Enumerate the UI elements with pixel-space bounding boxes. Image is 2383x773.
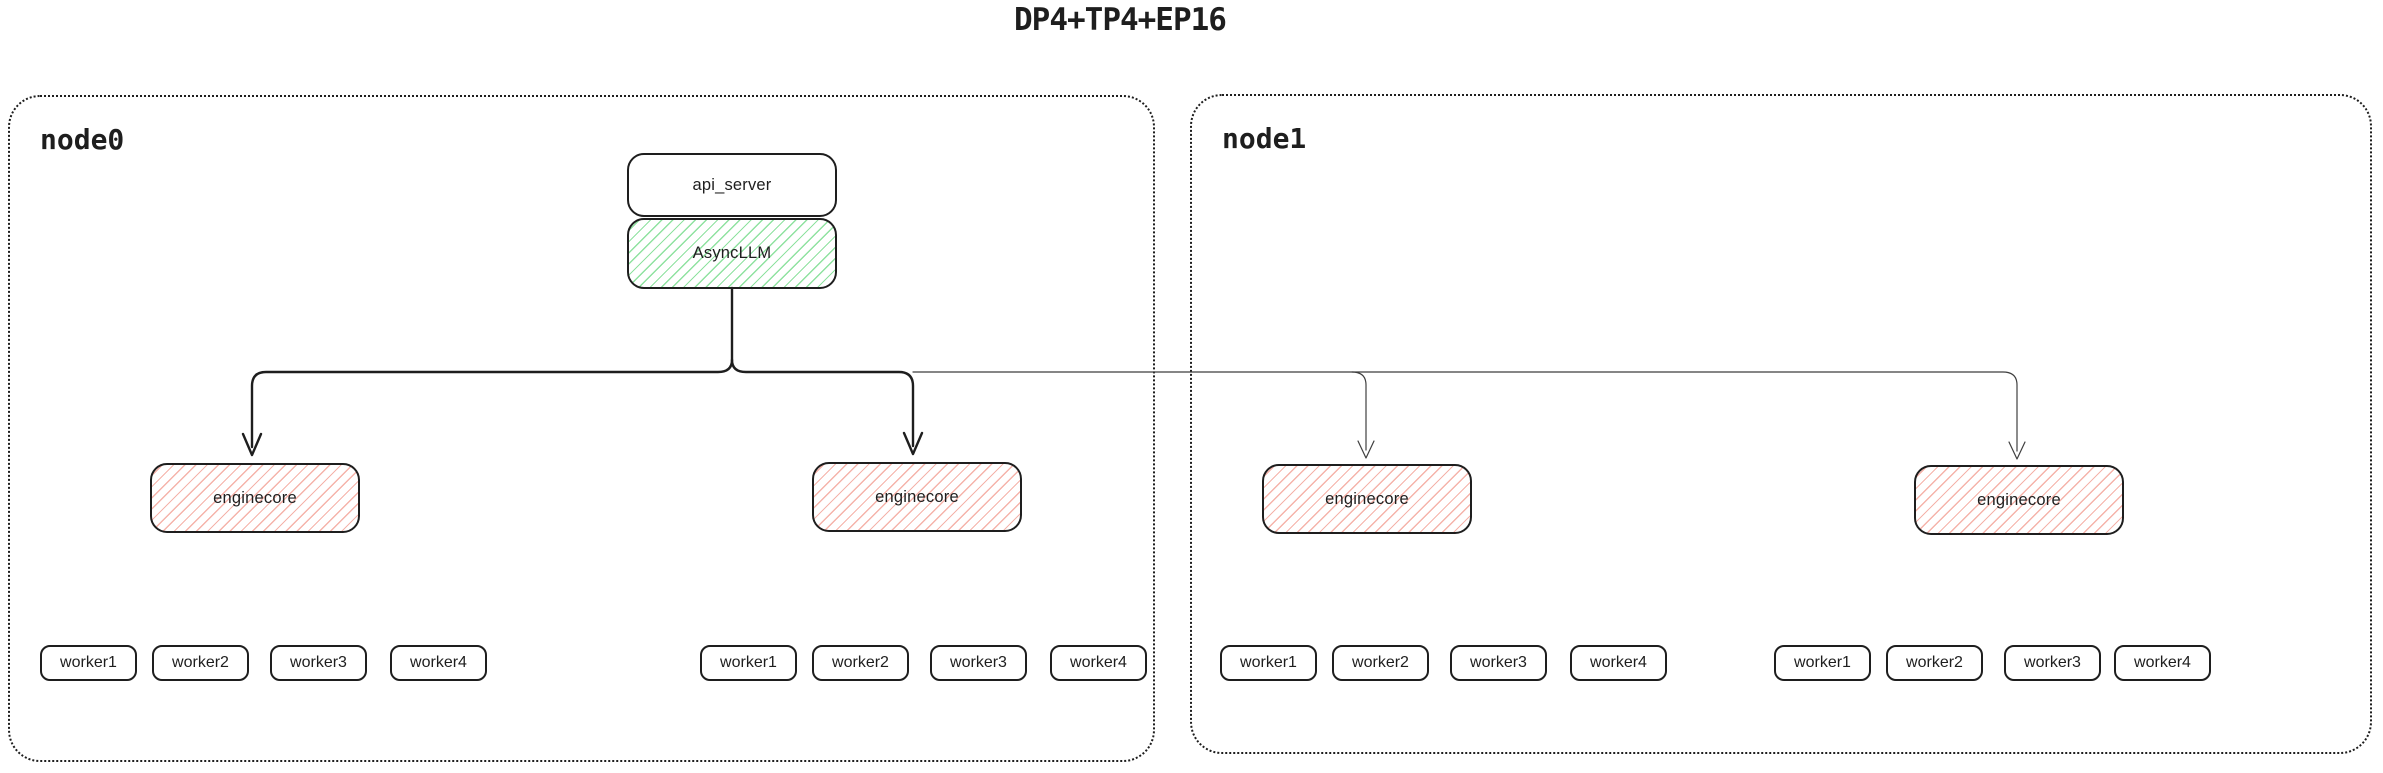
enginecore-box-node1-2: enginecore [1914,465,2124,535]
worker-box: worker1 [700,645,797,681]
enginecore-label: enginecore [1325,489,1409,508]
worker-box: worker2 [1886,645,1983,681]
enginecore-label: enginecore [875,487,959,506]
worker-label: worker4 [1590,654,1647,671]
worker-box: worker2 [152,645,249,681]
enginecore-box-node0-1: enginecore [150,463,360,533]
diagram-title: DP4+TP4+EP16 [1014,2,1227,38]
api-server-box: api_server [627,153,837,217]
worker-label: worker1 [60,654,117,671]
node1-container: node1 enginecore enginecore worker1 work… [1190,94,2372,754]
worker-label: worker3 [1470,654,1527,671]
api-server-label: api_server [692,175,772,194]
worker-label: worker2 [172,654,229,671]
worker-box: worker4 [1570,645,1667,681]
worker-box: worker1 [40,645,137,681]
worker-label: worker1 [720,654,777,671]
worker-box: worker4 [1050,645,1147,681]
asyncllm-label: AsyncLLM [692,244,772,262]
worker-label: worker4 [1070,654,1127,671]
worker-label: worker2 [1906,654,1963,671]
worker-box: worker1 [1774,645,1871,681]
worker-label: worker1 [1240,654,1297,671]
worker-label: worker3 [290,654,347,671]
worker-box: worker4 [2114,645,2211,681]
worker-box: worker3 [1450,645,1547,681]
worker-label: worker4 [410,654,467,671]
worker-box: worker3 [2004,645,2101,681]
worker-label: worker2 [832,654,889,671]
node0-container: node0 api_server AsyncLLM enginecore eng… [8,95,1155,762]
node1-label: node1 [1222,122,1307,155]
enginecore-box-node1-1: enginecore [1262,464,1472,534]
node0-label: node0 [40,123,125,156]
asyncllm-box: AsyncLLM [627,218,837,289]
worker-box: worker1 [1220,645,1317,681]
worker-box: worker2 [812,645,909,681]
enginecore-label: enginecore [213,488,297,507]
enginecore-box-node0-2: enginecore [812,462,1022,532]
worker-box: worker3 [930,645,1027,681]
worker-box: worker2 [1332,645,1429,681]
worker-label: worker3 [950,654,1007,671]
worker-label: worker3 [2024,654,2081,671]
worker-box: worker4 [390,645,487,681]
worker-label: worker4 [2134,654,2191,671]
worker-label: worker1 [1794,654,1851,671]
worker-box: worker3 [270,645,367,681]
enginecore-label: enginecore [1977,490,2061,509]
worker-label: worker2 [1352,654,1409,671]
